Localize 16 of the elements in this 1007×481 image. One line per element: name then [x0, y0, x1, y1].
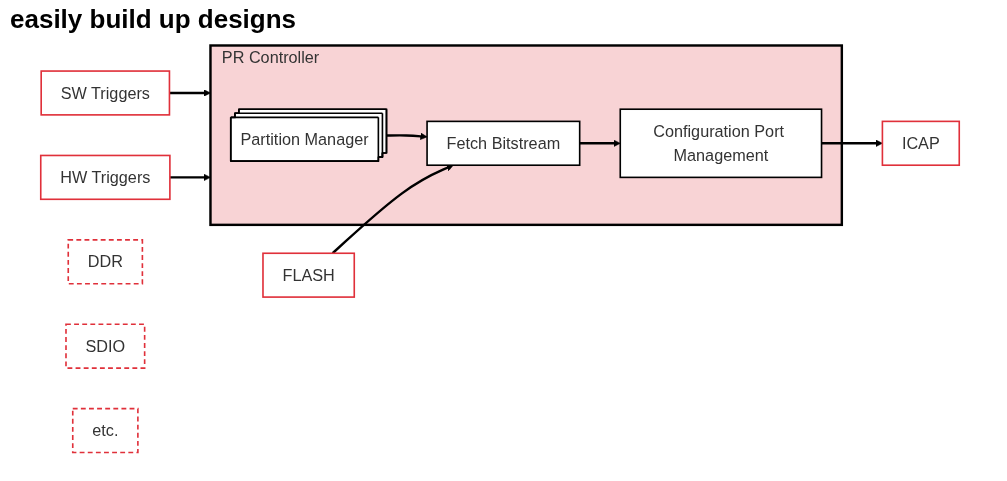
node-box: etc.: [71, 407, 139, 454]
arrow: [386, 132, 428, 140]
node-box: HW Triggers: [39, 154, 171, 201]
arrow: [821, 139, 883, 147]
node-box: SW Triggers: [40, 70, 171, 116]
diagram-title: easily build up designs: [10, 4, 298, 35]
arrow: [169, 89, 211, 97]
arrow: [331, 164, 454, 255]
node-box: Fetch Bitstream: [426, 120, 581, 166]
node-box: Configuration Port Management: [619, 108, 823, 179]
node-box: DDR: [67, 239, 144, 285]
node-box: FLASH: [262, 252, 356, 298]
node-box: ICAP: [881, 120, 961, 166]
arrow: [169, 173, 211, 181]
node-box: SDIO: [65, 323, 146, 369]
arrow: [579, 139, 621, 147]
